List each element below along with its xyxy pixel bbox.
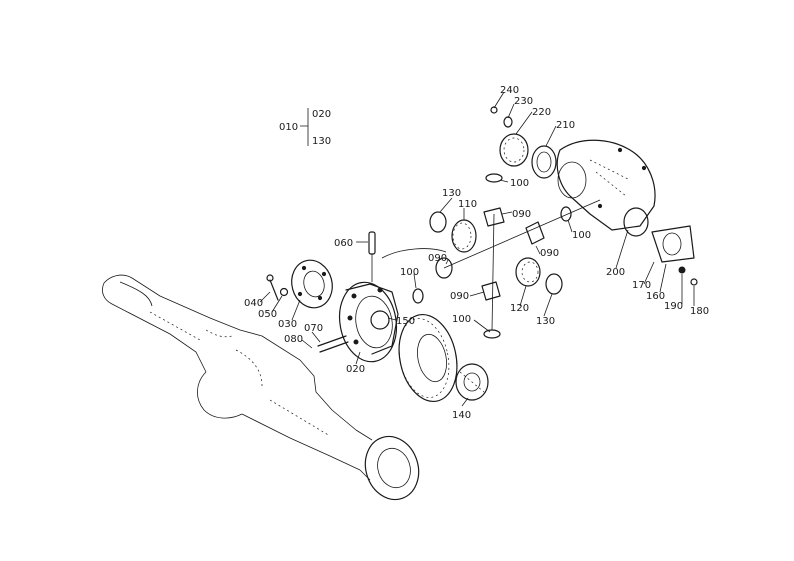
carrier-case (338, 281, 399, 363)
callout-100-mid: 100 (400, 267, 419, 278)
bolt-040 (266, 274, 279, 301)
callout-050: 050 (258, 309, 277, 320)
callout-090-bottom: 090 (450, 291, 469, 302)
washer-050 (279, 287, 289, 297)
leader-lines (259, 91, 695, 407)
flange-plate-170 (651, 225, 695, 263)
washer-190 (678, 266, 686, 274)
bolt-180 (690, 278, 698, 286)
ring-gear (398, 313, 458, 403)
callout-170: 170 (632, 280, 651, 291)
callout-230: 230 (514, 96, 533, 107)
callout-090-right: 090 (540, 248, 559, 259)
callout-130-right: 130 (536, 316, 555, 327)
gear-housing (556, 139, 656, 237)
callout-110: 110 (458, 199, 477, 210)
callout-200: 200 (606, 267, 625, 278)
axle-housing (102, 274, 420, 501)
callout-090-upper: 090 (512, 209, 531, 220)
callout-160: 160 (646, 291, 665, 302)
callout-080: 080 (284, 334, 303, 345)
callout-090-left: 090 (428, 253, 447, 264)
callout-100-right: 100 (572, 230, 591, 241)
thrust-washers (412, 173, 572, 339)
callout-020-top: 020 (312, 109, 331, 120)
callout-labels: 010 020 130 240 230 220 210 100 090 100 … (244, 85, 709, 421)
callout-060: 060 (334, 238, 353, 249)
callout-070: 070 (304, 323, 323, 334)
oil-seal-210 (531, 145, 557, 179)
nut-230 (503, 116, 513, 128)
shim-ring-130-lower (545, 273, 563, 295)
callout-130-top: 130 (312, 136, 331, 147)
callout-150: 150 (396, 316, 415, 327)
callout-220: 220 (532, 107, 551, 118)
callout-240: 240 (500, 85, 519, 96)
callout-130-left: 130 (442, 188, 461, 199)
bolt-240 (490, 106, 498, 114)
side-gear-120 (515, 257, 541, 287)
callout-030: 030 (278, 319, 297, 330)
callout-210: 210 (556, 120, 575, 131)
callout-010: 010 (279, 122, 298, 133)
pinion-bearing-220 (499, 133, 529, 167)
pinion-gear-090-bottom (481, 281, 501, 301)
callout-040: 040 (244, 298, 263, 309)
side-gear-110 (451, 219, 477, 253)
pinion-gear-090-top (483, 207, 505, 227)
callout-100-upper: 100 (510, 178, 529, 189)
pinion-gear-090-left (435, 257, 453, 279)
shim-ring-130-upper (429, 211, 447, 233)
callout-140: 140 (452, 410, 471, 421)
pinion-gear-090-right (525, 221, 545, 245)
callout-180: 180 (690, 306, 709, 317)
cover-plate (291, 259, 333, 309)
cross-shaft-lines (381, 199, 601, 331)
shaft-070 (317, 335, 349, 353)
callout-100-lower: 100 (452, 314, 471, 325)
side-bearing-140 (455, 363, 489, 401)
callout-190: 190 (664, 301, 683, 312)
callout-120: 120 (510, 303, 529, 314)
pin-060 (368, 231, 376, 282)
callout-020-bottom: 020 (346, 364, 365, 375)
